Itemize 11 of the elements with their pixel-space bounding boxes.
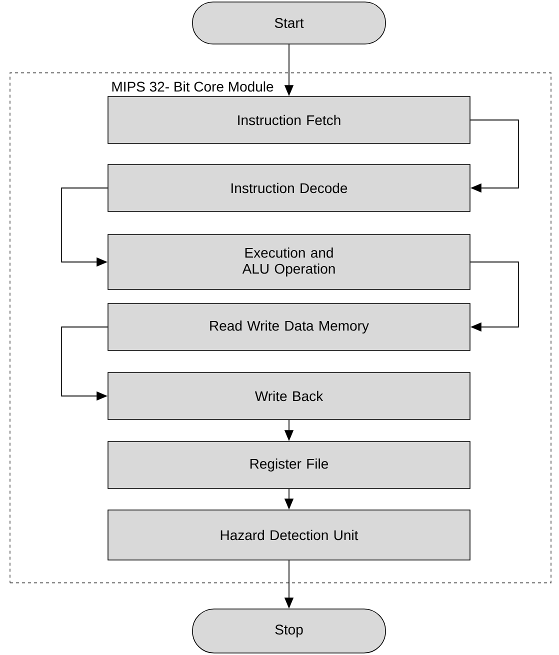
process-box: Read Write Data Memory <box>108 303 470 351</box>
process-box: Register File <box>108 441 470 489</box>
process-box: Instruction Decode <box>108 164 470 212</box>
process-box: Instruction Fetch <box>108 96 470 144</box>
arrow <box>470 262 519 332</box>
process-box: Execution and ALU Operation <box>108 234 470 290</box>
module-boundary <box>10 72 552 584</box>
module-title: MIPS 32- Bit Core Module <box>112 81 274 92</box>
arrow <box>470 120 519 193</box>
process-box: Hazard Detection Unit <box>108 510 470 560</box>
process-box: Write Back <box>108 372 470 420</box>
